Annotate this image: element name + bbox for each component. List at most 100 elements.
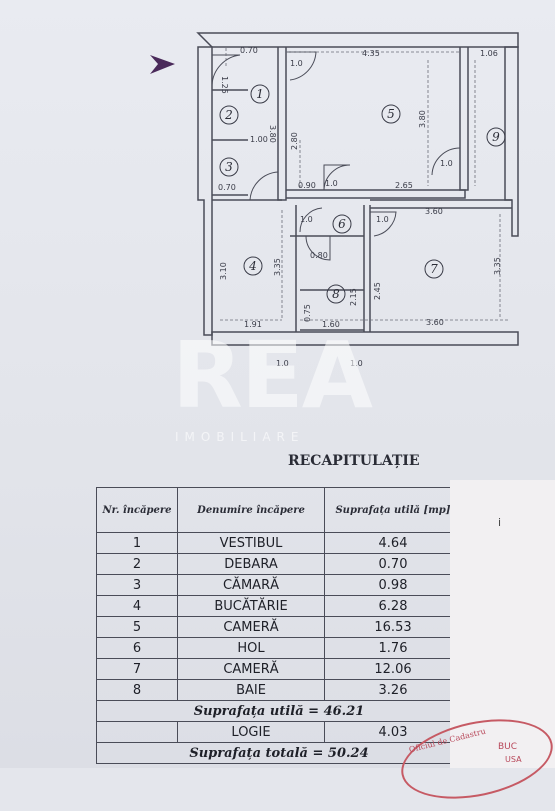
wall-room1-right — [277, 47, 287, 201]
dimension-label: 1.91 — [244, 320, 262, 329]
stamp-text: BUC — [498, 742, 518, 752]
cell-nr: 7 — [96, 658, 178, 680]
dimension-label: 0.70 — [218, 183, 236, 192]
door-label: 1.0 — [350, 359, 363, 368]
cell-name: CĂMARĂ — [177, 574, 325, 596]
door-hall — [323, 164, 351, 191]
door-hall2 — [299, 207, 323, 233]
table-row: 1 VESTIBUL 4.64 — [96, 532, 462, 554]
paper-overlay — [450, 480, 555, 768]
door-label: 1.0 — [300, 215, 313, 224]
cell-area: 3.26 — [324, 679, 462, 701]
door-kitchen — [249, 171, 279, 201]
watermark-logo: REA — [172, 322, 373, 429]
total-row: Suprafața totală = 50.24 — [96, 742, 462, 764]
cell-name: CAMERĂ — [177, 658, 325, 680]
cell-name: BUCĂTĂRIE — [177, 595, 325, 617]
room-2-marker — [219, 105, 239, 125]
dimension-label: 1.00 — [250, 135, 268, 144]
dimension-label: 3.35 — [493, 257, 502, 275]
table-header-row: Nr. încăpere Denumire încăpere Suprafața… — [96, 487, 462, 533]
cell-nr: 6 — [96, 637, 178, 659]
table-row: 5 CAMERĂ 16.53 — [96, 616, 462, 638]
wall-bath — [300, 289, 364, 331]
useful-total-row: Suprafața utilă = 46.21 — [96, 700, 462, 722]
room-number: 9 — [492, 130, 500, 144]
cell-nr: 4 — [96, 595, 178, 617]
wall-hall — [212, 199, 371, 332]
door-label: 1.0 — [440, 159, 453, 168]
logie-row: LOGIE 4.03 — [96, 721, 462, 743]
header-name: Denumire încăpere — [177, 487, 325, 533]
cell-area: 12.06 — [324, 658, 462, 680]
dimension-label: 0.75 — [303, 304, 312, 322]
table-row: 2 DEBARA 0.70 — [96, 553, 462, 575]
cell-area: 0.70 — [324, 553, 462, 575]
room-1-marker — [250, 84, 270, 104]
dimension-label: 1.60 — [322, 320, 340, 329]
table-row: 8 BAIE 3.26 — [96, 679, 462, 701]
cell-name: VESTIBUL — [177, 532, 325, 554]
dimension-label: 1.25 — [220, 76, 229, 94]
door-room5 — [286, 51, 317, 81]
wall-top — [196, 32, 519, 48]
cell-name: BAIE — [177, 679, 325, 701]
dimension-label: 1.06 — [480, 49, 498, 58]
dimension-label: 2.15 — [349, 288, 358, 306]
room-3-marker — [219, 157, 239, 177]
header-nr: Nr. încăpere — [96, 487, 178, 533]
room-7-marker — [424, 259, 444, 279]
room-6-marker — [332, 214, 352, 234]
dimension-label: 0.80 — [310, 251, 328, 260]
room-9-marker — [486, 127, 506, 147]
door-label: 1.0 — [376, 215, 389, 224]
cell-area: 1.76 — [324, 637, 462, 659]
header-area: Suprafața utilă [mp] — [324, 487, 462, 533]
room-number: 1 — [256, 87, 264, 101]
dimension-label: 3.80 — [418, 110, 427, 128]
room-number: 2 — [224, 108, 233, 122]
stamp-text: USA — [505, 755, 522, 764]
wall-room7-top — [370, 199, 512, 209]
useful-total: Suprafața utilă = 46.21 — [96, 700, 462, 722]
room-4-marker — [243, 256, 263, 276]
dimension-label: 3.35 — [273, 258, 282, 276]
dimension-label: 0.90 — [298, 181, 316, 190]
room-number: 4 — [248, 259, 257, 273]
recap-title: RECAPITULAȚIE — [288, 453, 420, 469]
wall-left — [197, 46, 213, 336]
logie-area: 4.03 — [324, 721, 462, 743]
door-entry — [211, 54, 241, 86]
table-row: 6 HOL 1.76 — [96, 637, 462, 659]
room-8-marker — [326, 284, 346, 304]
cell-nr: 5 — [96, 616, 178, 638]
cell-nr: 1 — [96, 532, 178, 554]
cell-name: CAMERĂ — [177, 616, 325, 638]
dimension-label: 2.80 — [290, 132, 299, 150]
dimension-label: 4.35 — [362, 49, 380, 58]
room-5-marker — [381, 104, 401, 124]
cell-area: 16.53 — [324, 616, 462, 638]
cell-area: 6.28 — [324, 595, 462, 617]
total-area: Suprafața totală = 50.24 — [96, 742, 462, 764]
dimension-label: 2.65 — [395, 181, 413, 190]
door-label: 1.0 — [290, 59, 303, 68]
wall-logie — [459, 47, 469, 191]
wall-room5-bottom — [286, 189, 466, 199]
dimension-label: 0.70 — [240, 46, 258, 55]
room-number: 8 — [332, 287, 340, 301]
wall-store-right — [212, 89, 248, 196]
dimension-label: 2.45 — [373, 282, 382, 300]
watermark-subtitle: IMOBILIARE — [175, 430, 305, 444]
table-row: 3 CĂMARĂ 0.98 — [96, 574, 462, 596]
overlay-letter: i — [498, 516, 502, 529]
table-row: 7 CAMERĂ 12.06 — [96, 658, 462, 680]
cell-nr: 3 — [96, 574, 178, 596]
cell-nr — [96, 721, 178, 743]
dimension-label: 3.80 — [268, 125, 277, 143]
cell-nr: 2 — [96, 553, 178, 575]
arrow-icon — [150, 55, 175, 74]
logie-name: LOGIE — [177, 721, 325, 743]
door-balcony — [431, 147, 461, 176]
door-bath — [305, 235, 331, 261]
